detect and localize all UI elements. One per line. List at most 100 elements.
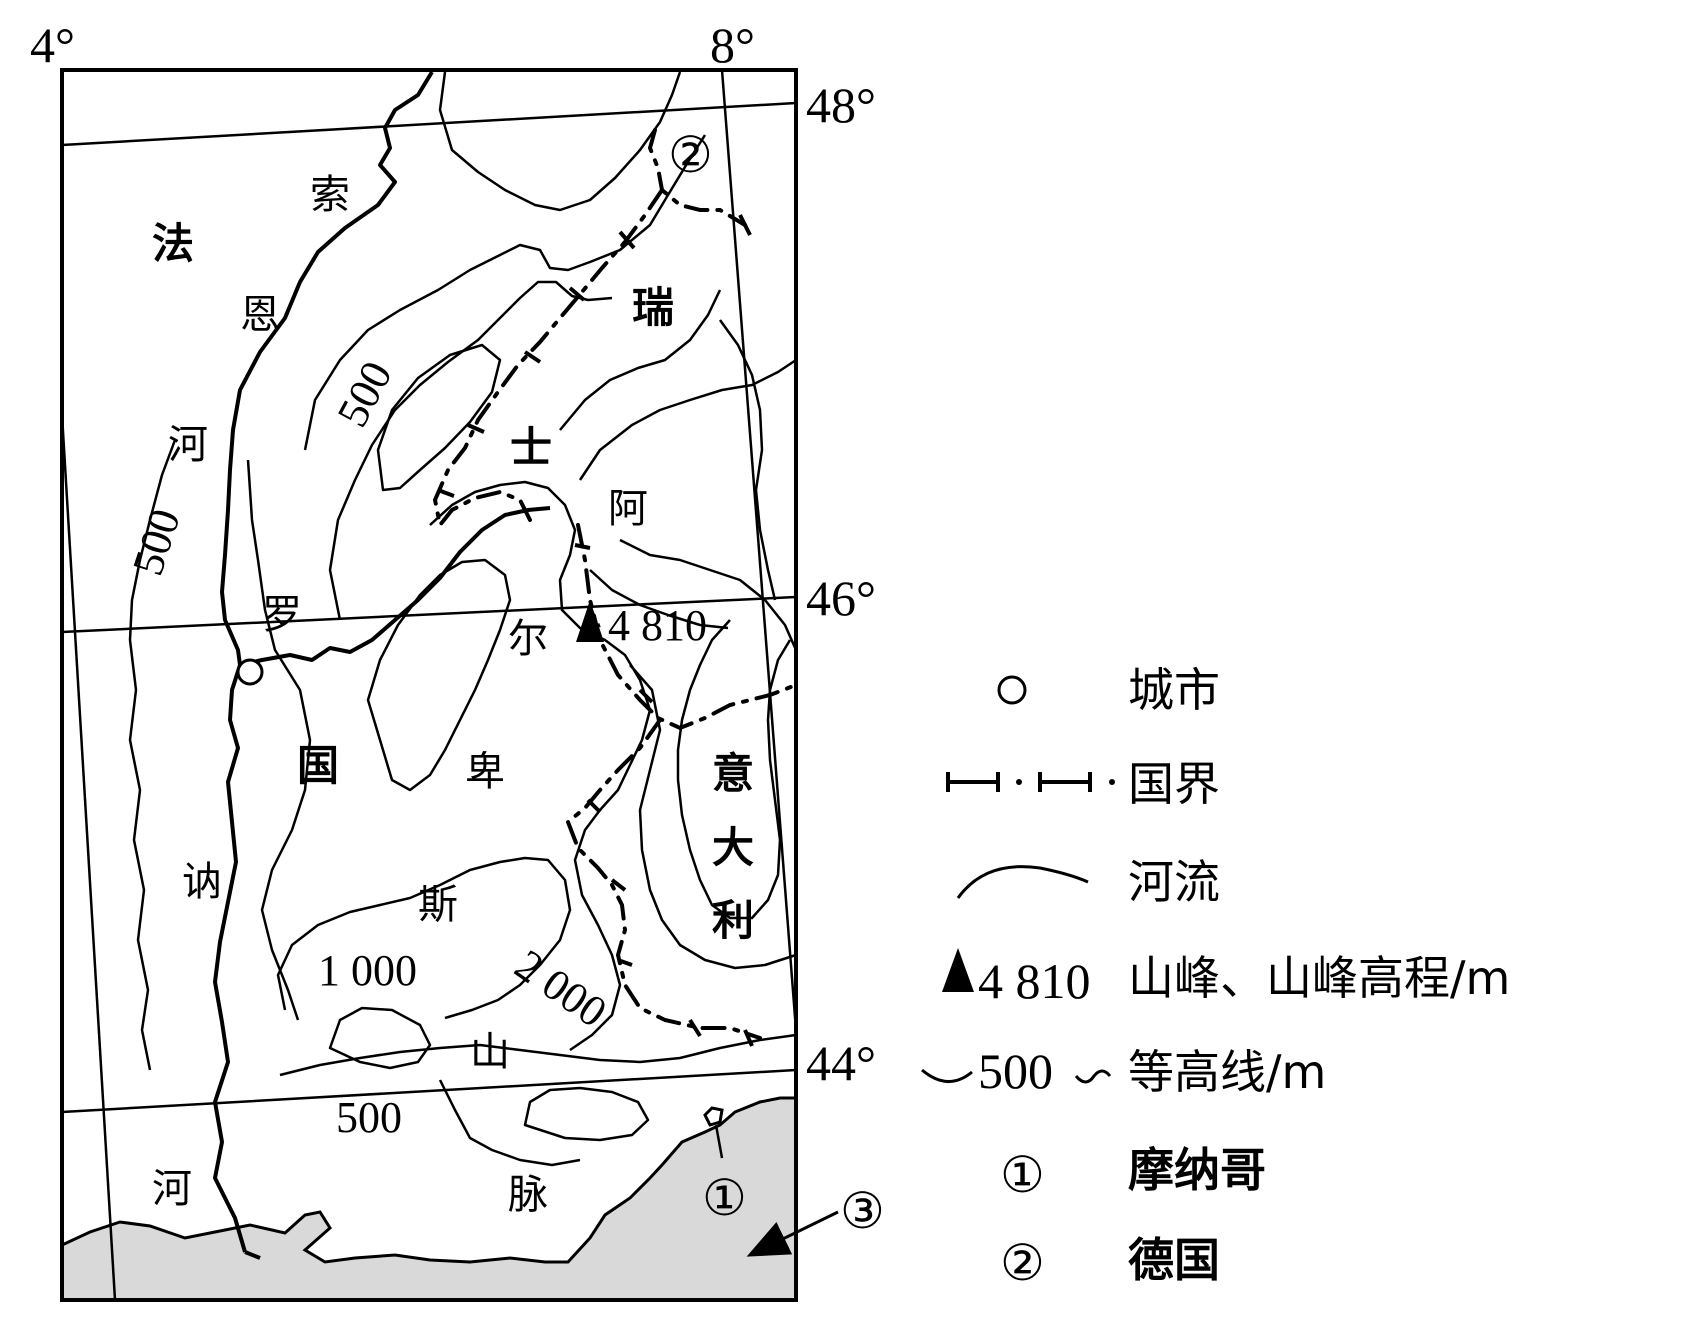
legend-germany-symbol: ② — [1000, 1235, 1045, 1291]
border-france-italy-south — [565, 718, 762, 1040]
label-france-1: 法 — [152, 219, 194, 268]
contour-italy-2 — [619, 538, 796, 651]
lat-label-46: 46° — [806, 570, 876, 626]
monaco-leader — [714, 1124, 724, 1159]
peak-marker — [576, 600, 604, 642]
marker-germany: ② — [668, 127, 713, 183]
contour-label-2000: 2 000 — [506, 940, 615, 1037]
label-switzerland-1: 瑞 — [632, 283, 674, 332]
legend-peak-label: 山峰、山峰高程/m — [1128, 951, 1510, 1005]
label-rhone-1: 罗 — [262, 592, 302, 638]
contour-label-1000: 1 000 — [318, 946, 417, 995]
label-italy-2: 大 — [712, 823, 754, 872]
meridian-8 — [720, 70, 796, 1031]
border-tick — [437, 488, 455, 498]
contour-1000-south — [276, 856, 572, 1020]
legend-city-icon — [997, 675, 1027, 705]
label-italy-1: 意 — [712, 749, 754, 798]
legend-contour-number: 500 — [978, 1043, 1053, 1099]
label-alps-6: 脉 — [508, 1172, 548, 1218]
legend-contour-icon-left — [921, 1068, 973, 1083]
label-italy-3: 利 — [712, 896, 754, 945]
legend-peak-icon — [942, 948, 974, 992]
graticule — [62, 70, 796, 1300]
meridian-4 — [62, 414, 117, 1300]
sea-arrow — [746, 1210, 839, 1257]
label-saone-1: 索 — [310, 172, 350, 218]
label-alps-2: 尔 — [508, 616, 548, 662]
contour-1000-jura — [328, 280, 613, 621]
legend-border-dot — [1016, 779, 1022, 785]
contour-swiss-east-2 — [718, 319, 777, 601]
contour-2000-high-alps — [429, 480, 652, 1052]
border-tick — [467, 423, 485, 434]
contour-label-500-west: 500 — [123, 503, 190, 581]
legend-river-label: 河流 — [1128, 855, 1220, 909]
border-tick — [738, 214, 752, 236]
label-alps-4: 斯 — [418, 882, 458, 928]
rivers — [213, 70, 551, 1260]
contour-inner-loop-1 — [376, 343, 502, 492]
border-france-italy — [576, 523, 796, 731]
contour-1000-southwest-loop — [328, 1006, 432, 1070]
legend-city-label: 城市 — [1128, 663, 1220, 717]
legend: 城市 国界 河流 4 810 山峰、山峰高程/m 500 等高线/m ① 摩纳哥… — [921, 663, 1510, 1291]
label-alps-5: 山 — [470, 1029, 510, 1075]
contour-italy-4 — [629, 664, 796, 970]
map-contents — [62, 70, 796, 1300]
contour-italy-3 — [589, 569, 729, 630]
rhone-river — [213, 664, 247, 1253]
lat-label-44: 44° — [806, 1035, 876, 1091]
city-marker — [236, 658, 264, 686]
legend-border-label: 国界 — [1128, 757, 1220, 811]
legend-contour-icon-right — [1074, 1069, 1112, 1084]
contour-lines — [128, 71, 796, 1167]
legend-monaco-symbol: ① — [1000, 1147, 1045, 1203]
label-alps-3: 卑 — [465, 749, 505, 795]
contour-label-500-north: 500 — [328, 353, 402, 434]
contour-500-south — [279, 1033, 796, 1077]
contour-500-swiss-plateau — [303, 134, 707, 451]
border-tick — [618, 230, 636, 250]
river-mouth-branch — [244, 1250, 261, 1260]
marker-sea: ③ — [840, 1183, 885, 1239]
lon-label-right: 8° — [710, 17, 755, 73]
contour-500-ligurian-coast — [438, 1079, 581, 1167]
contour-label-500-south: 500 — [336, 1093, 402, 1142]
label-saone-3: 河 — [168, 422, 208, 468]
map-frame — [60, 68, 798, 1302]
contour-swiss-east — [578, 358, 796, 481]
label-alps-1: 阿 — [608, 486, 648, 532]
legend-border-icon — [946, 772, 1092, 792]
parallel-46 — [62, 595, 796, 634]
monaco-outline — [703, 1106, 724, 1127]
border-tick — [568, 286, 586, 302]
contour-swiss-east-3 — [559, 289, 722, 431]
border-tick — [586, 798, 602, 814]
border-tick — [638, 688, 654, 704]
label-france-2: 国 — [297, 741, 339, 790]
legend-monaco-label: 摩纳哥 — [1128, 1143, 1266, 1197]
border-tick — [610, 878, 627, 892]
contour-italy-1 — [676, 619, 792, 920]
border-tick — [743, 1029, 754, 1047]
contour-500-west — [128, 439, 177, 1071]
rhone-upper-river — [239, 506, 551, 667]
border-germany-switzerland — [647, 128, 747, 227]
national-borders — [432, 128, 796, 1040]
legend-river-icon — [956, 865, 1089, 899]
lon-label-left: 4° — [30, 17, 75, 73]
marker-monaco: ① — [702, 1170, 747, 1226]
label-saone-2: 恩 — [240, 292, 280, 338]
lat-label-48: 48° — [806, 77, 876, 133]
legend-border-dot — [1109, 779, 1115, 785]
saone-river — [220, 70, 434, 666]
contour-1000-central — [366, 558, 512, 792]
contour-1000-ligurian-loop — [523, 1086, 650, 1142]
border-tick — [617, 958, 633, 967]
peak-elevation-label: 4 810 — [608, 601, 707, 650]
legend-germany-label: 德国 — [1128, 1233, 1220, 1287]
border-tick — [688, 1018, 702, 1038]
contour-500-north-top — [438, 71, 682, 212]
